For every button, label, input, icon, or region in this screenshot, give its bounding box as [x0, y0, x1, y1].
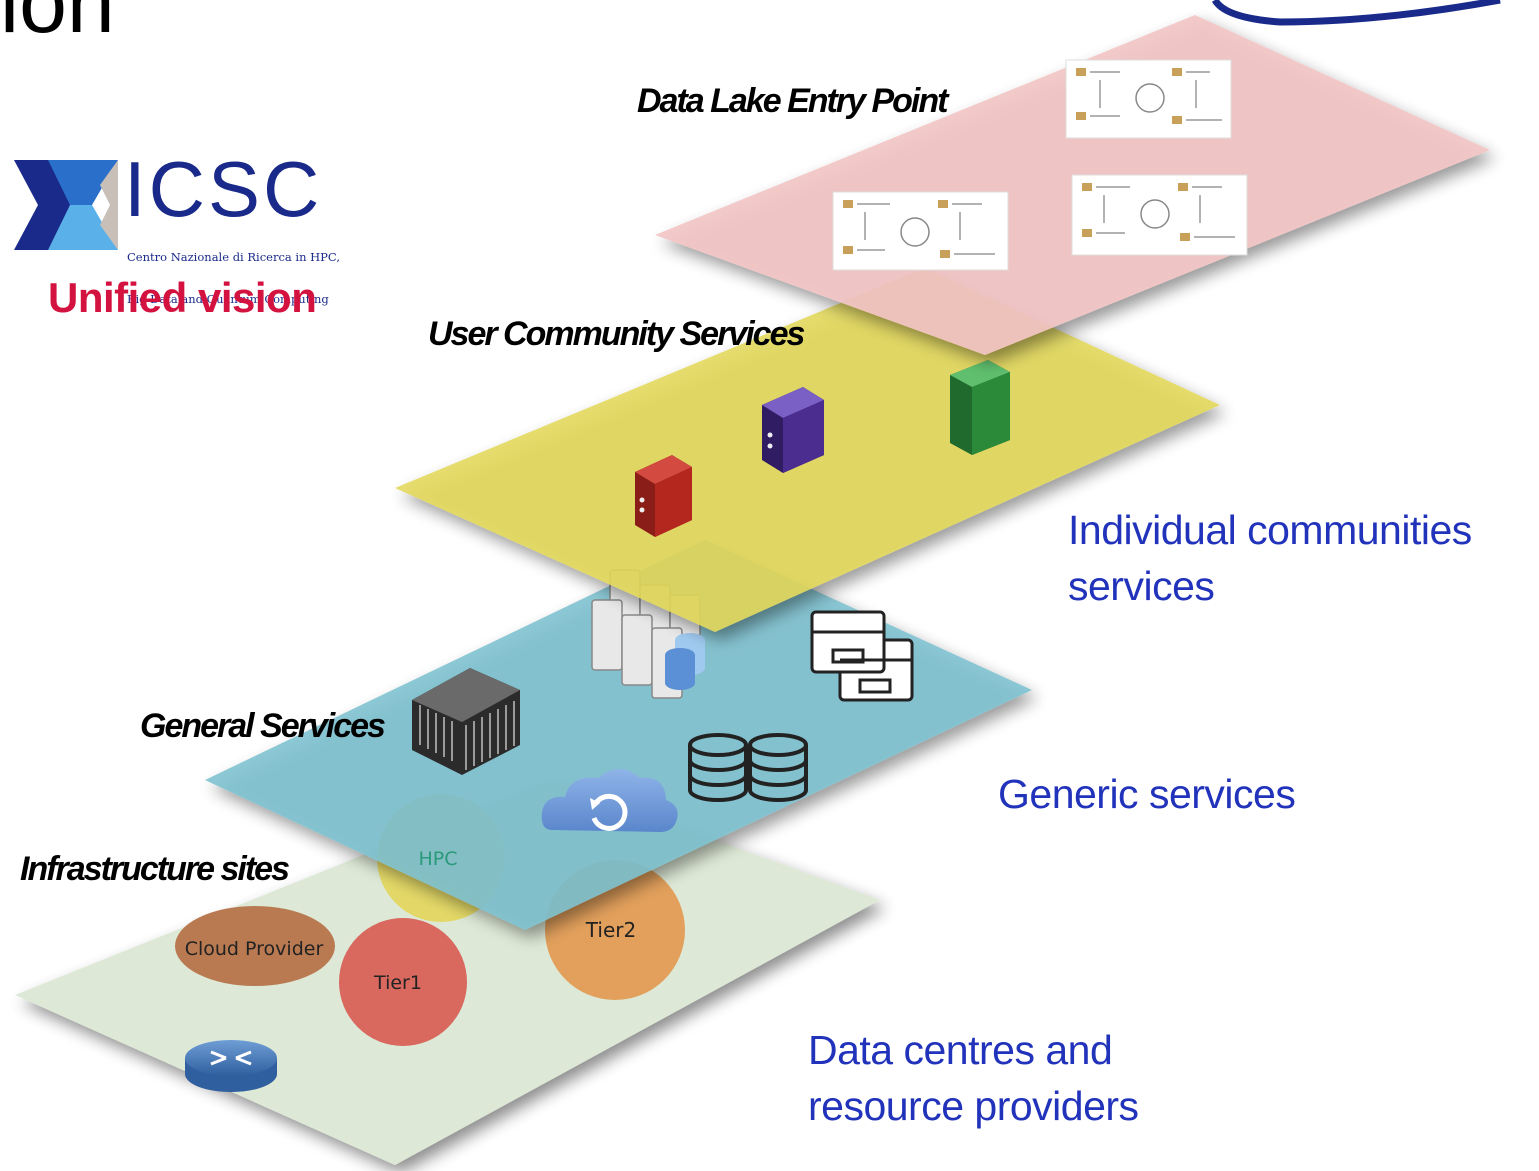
side-label-datacentres: Data centres and resource providers: [808, 1022, 1139, 1134]
server-red-icon: [635, 455, 692, 537]
tier2-label: Tier2: [585, 918, 636, 942]
server-purple-icon: [762, 387, 824, 473]
icsc-logo-acronym: ICSC: [124, 145, 323, 233]
side-label-generic: Generic services: [998, 766, 1296, 822]
corner-logo-swoosh: [1211, 0, 1501, 26]
cloud-sync-icon: [541, 769, 678, 832]
data-lake-workflow-cards: [832, 59, 1248, 271]
community-servers: [635, 360, 1010, 537]
database-icon: [688, 733, 808, 802]
layer-label-general-services: General Services: [140, 707, 386, 745]
general-services-icons: [412, 569, 914, 832]
icsc-logo-subtitle-line1: Centro Nazionale di Ricerca in HPC,: [127, 250, 340, 264]
server-green-icon: [950, 360, 1010, 455]
layer-label-data-lake: Data Lake Entry Point: [637, 82, 948, 120]
side-label-datacentres-line1: Data centres and: [808, 1027, 1113, 1073]
workflow-card: [832, 191, 1009, 271]
cloud-provider-ellipse: [175, 906, 335, 986]
side-label-communities-line1: Individual communities: [1068, 507, 1472, 553]
tier1-circle: [339, 918, 467, 1046]
layer-label-infrastructure: Infrastructure sites: [20, 850, 290, 888]
workflow-card: [1071, 174, 1248, 256]
side-label-generic-line1: Generic services: [998, 771, 1296, 817]
blade-server-icon: [412, 668, 520, 775]
icsc-logo-subtitle-line2: Big Data and Quantum Computing: [127, 292, 329, 306]
unified-vision-tagline: Unified vision: [48, 274, 317, 321]
layer-label-user-community: User Community Services: [428, 315, 805, 353]
workflow-card: [1065, 59, 1232, 139]
page-title-fragment: ion: [0, 0, 115, 51]
cloud-provider-label: Cloud Provider: [185, 938, 324, 960]
icsc-logo-subtitle: Centro Nazionale di Ricerca in HPC, Big …: [127, 222, 340, 320]
hpc-label: HPC: [418, 848, 457, 870]
icsc-logo-mark: [14, 160, 118, 250]
tier1-label: Tier1: [373, 972, 422, 994]
side-label-datacentres-line2: resource providers: [808, 1083, 1139, 1129]
file-cabinet-icon: [810, 610, 914, 702]
side-label-communities: Individual communities services: [1068, 502, 1472, 614]
router-icon: [185, 1040, 277, 1092]
side-label-communities-line2: services: [1068, 563, 1215, 609]
